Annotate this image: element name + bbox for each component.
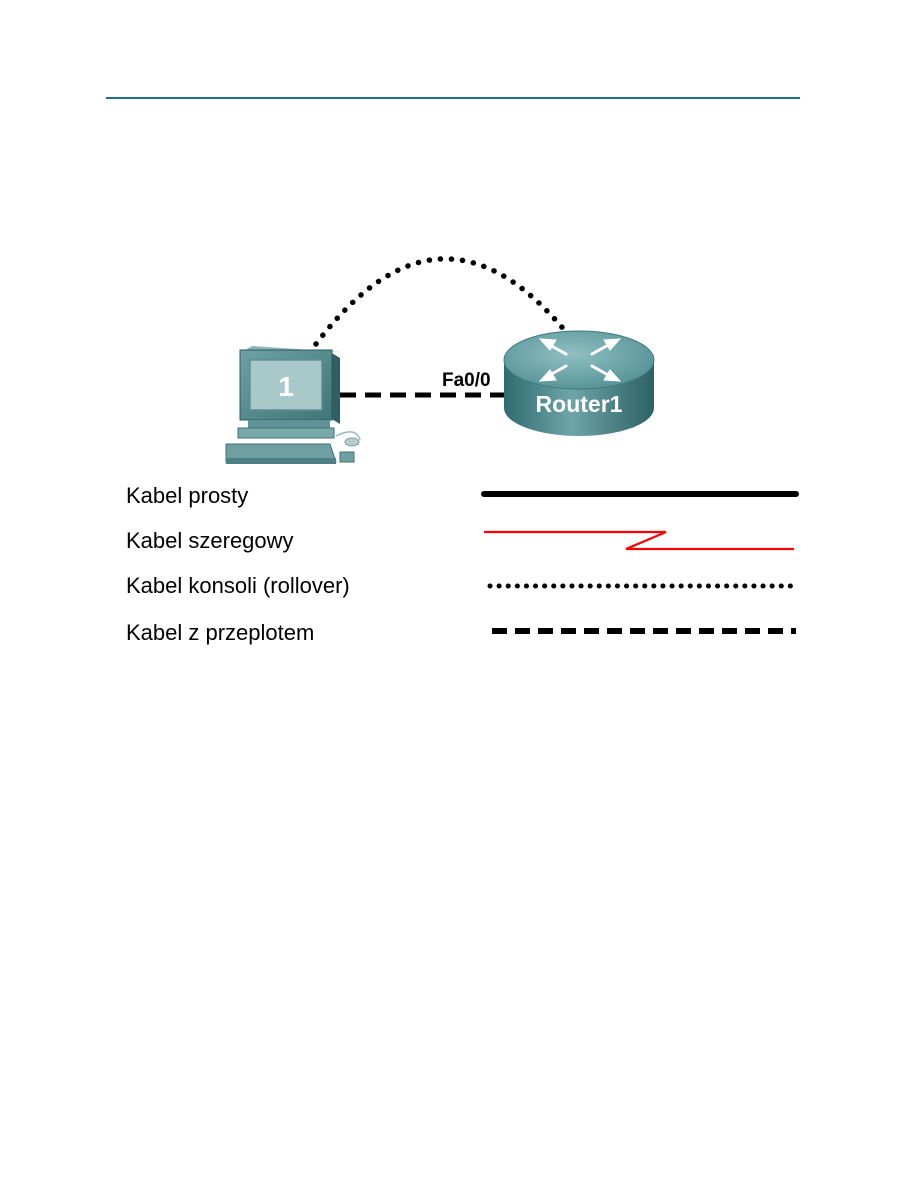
console-cable-link xyxy=(313,256,569,347)
interface-label: Fa0/0 xyxy=(442,370,491,391)
legend-label-console-cable: Kabel konsoli (rollover) xyxy=(126,573,350,598)
legend-label-crossover-cable: Kabel z przeplotem xyxy=(126,620,315,645)
router-icon xyxy=(503,330,655,436)
legend-label-serial-cable: Kabel szeregowy xyxy=(126,528,294,553)
header-rule xyxy=(106,97,800,99)
router-label: Router1 xyxy=(536,391,623,417)
pc-label: 1 xyxy=(278,371,294,402)
pc-workstation-icon xyxy=(225,346,361,464)
legend-label-straight-cable: Kabel prosty xyxy=(126,483,249,508)
legend-serial-cable-sample xyxy=(484,530,794,551)
